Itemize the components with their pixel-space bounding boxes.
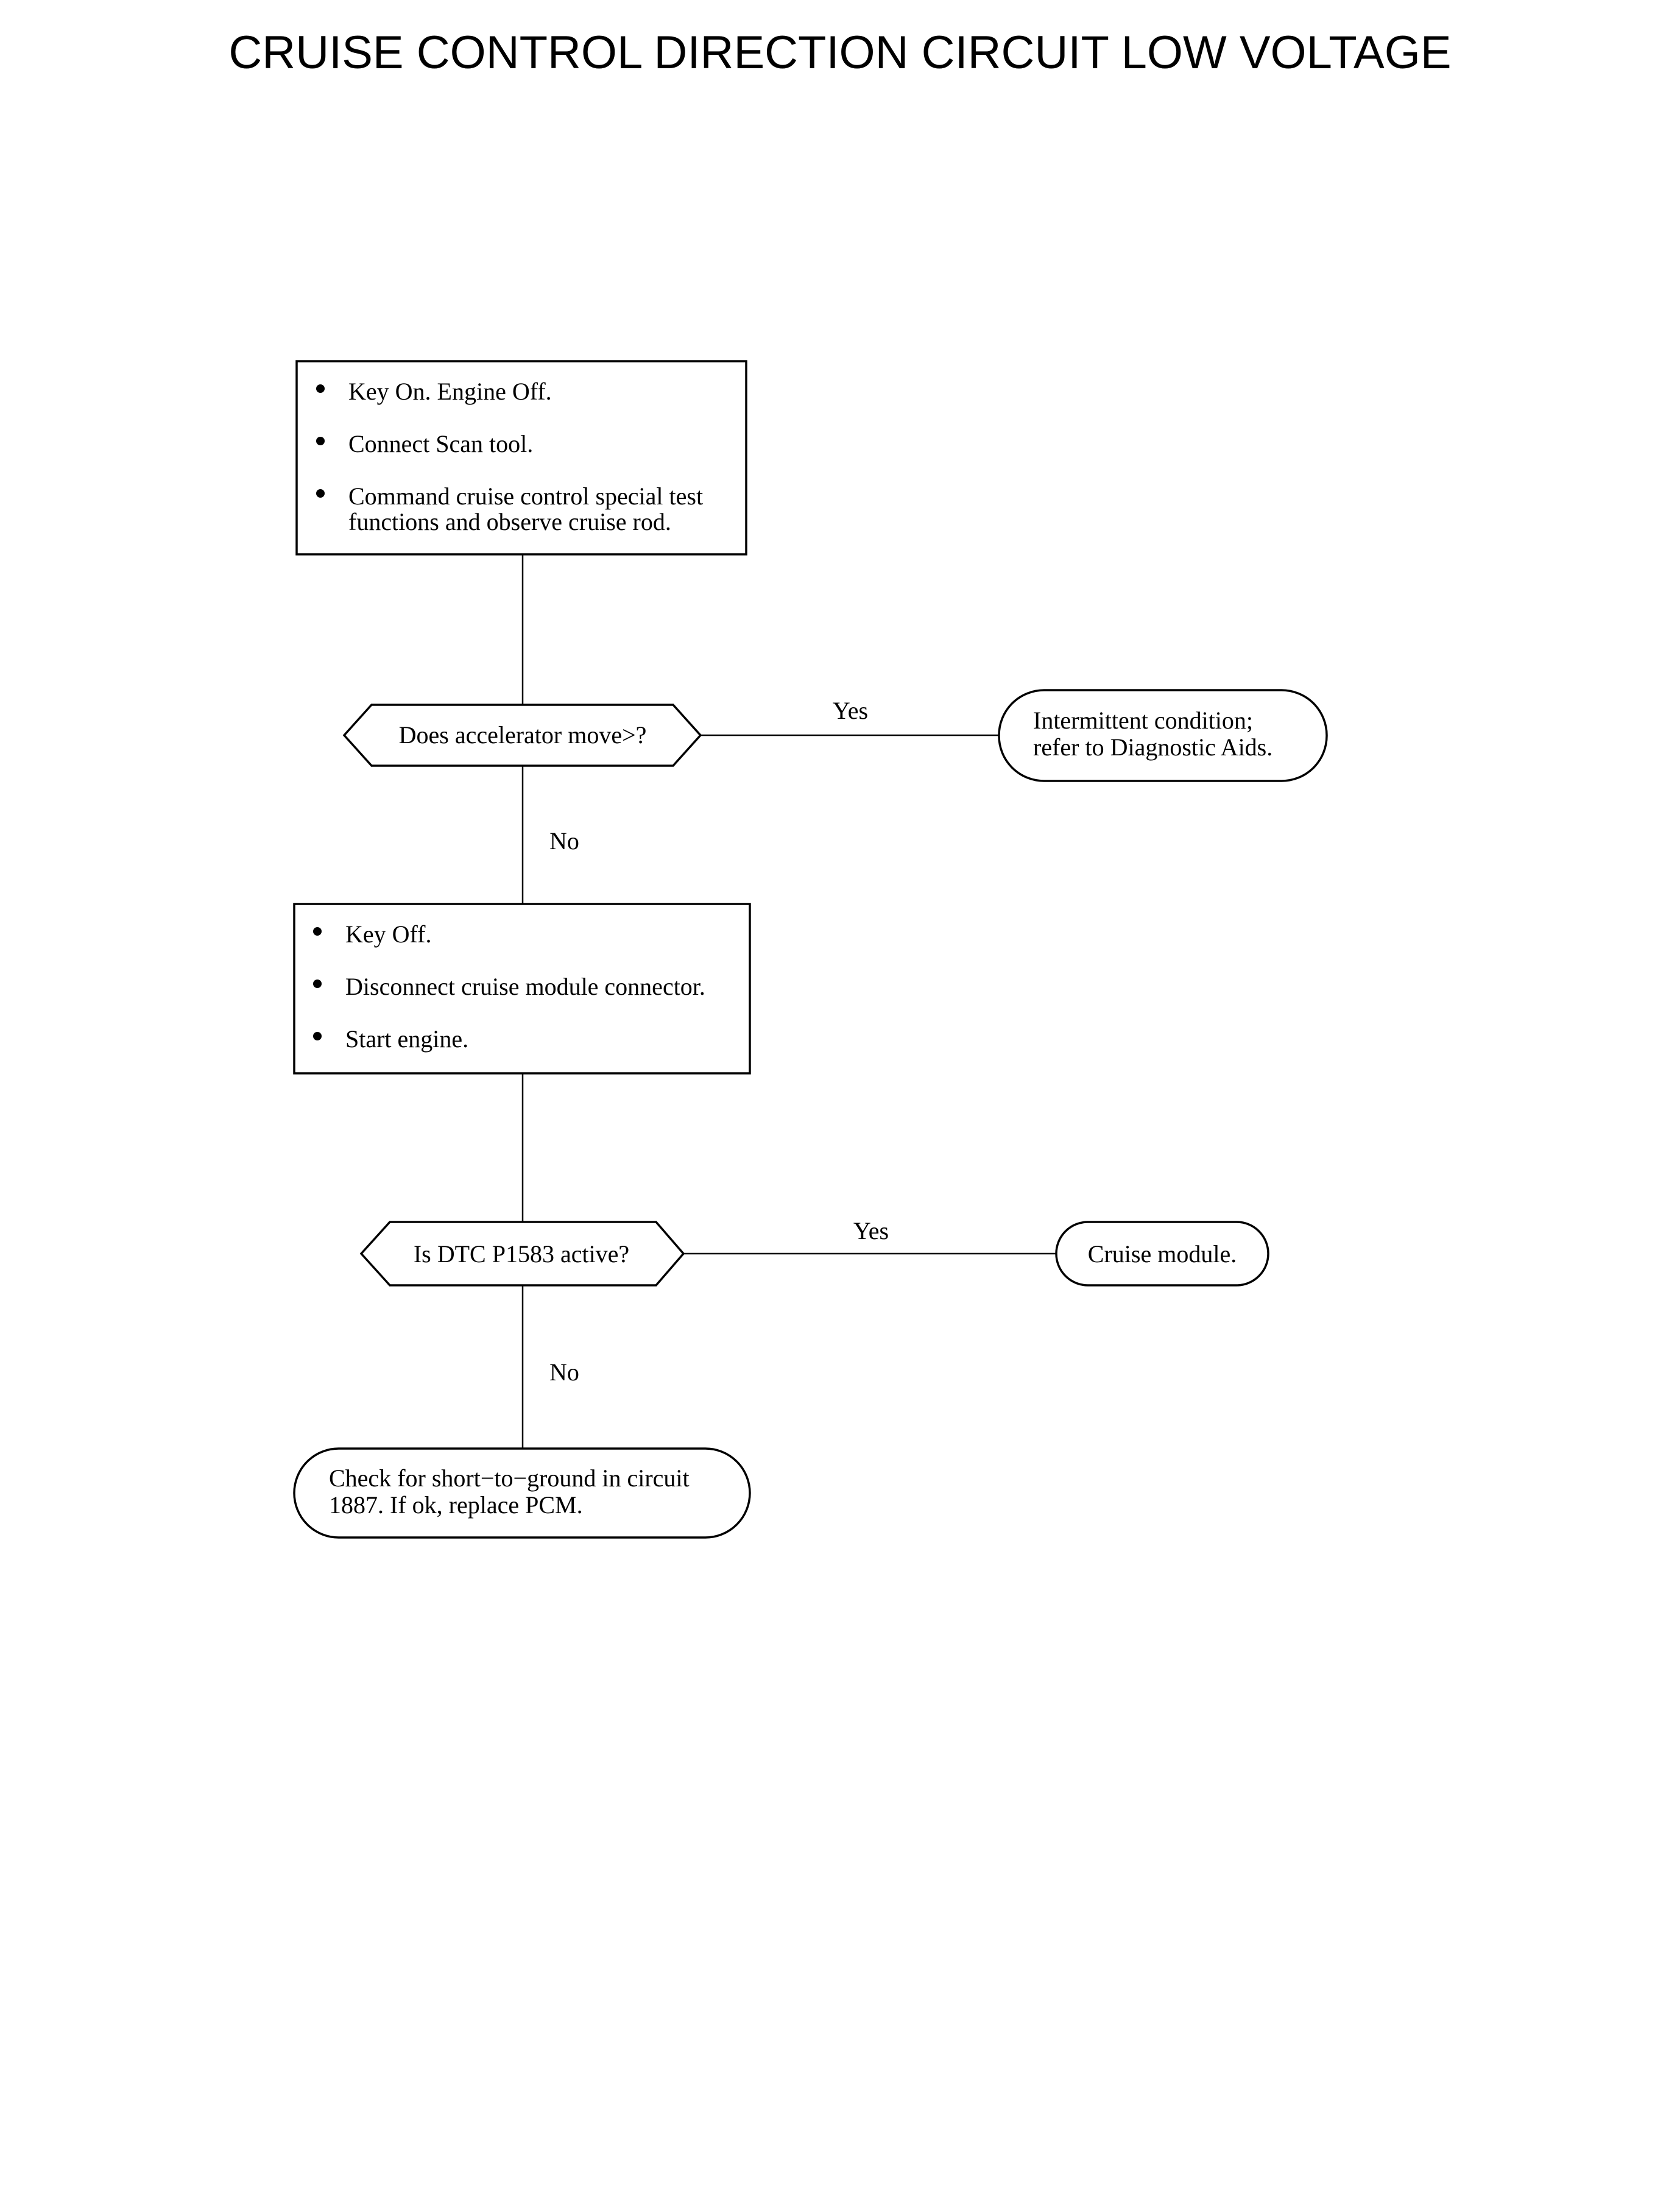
step2-box: Key Off. Disconnect cruise module connec… (293, 903, 751, 1075)
result-line: Cruise module. (1088, 1240, 1237, 1268)
bullet-icon (313, 1032, 322, 1040)
decision1-hexagon: Does accelerator move>? (342, 704, 702, 767)
bullet-icon (316, 437, 325, 445)
step2-item: Start engine. (345, 1025, 468, 1053)
bullet-icon (313, 927, 322, 936)
step1-item: Command cruise control special test (348, 482, 703, 510)
decision1-question: Does accelerator move>? (399, 721, 647, 749)
page-title: CRUISE CONTROL DIRECTION CIRCUIT LOW VOL… (228, 27, 1451, 79)
decision2-yes-label: Yes (853, 1217, 889, 1244)
decision2-no-result: Check for short−to−ground in circuit 188… (293, 1447, 751, 1539)
step2-item: Disconnect cruise module connector. (345, 973, 705, 1000)
result-line: Intermittent condition; (1033, 707, 1253, 734)
step1-box: Key On. Engine Off. Connect Scan tool. C… (295, 360, 747, 556)
step1-item-continued: functions and observe cruise rod. (348, 508, 671, 535)
bullet-icon (313, 980, 322, 988)
step2-item: Key Off. (345, 920, 431, 948)
result-line: Check for short−to−ground in circuit (329, 1464, 690, 1492)
result-line: 1887. If ok, replace PCM. (329, 1491, 583, 1519)
decision2-yes-result: Cruise module. (1055, 1221, 1269, 1287)
decision2-no-label: No (549, 1358, 579, 1386)
step1-item: Key On. Engine Off. (348, 378, 552, 405)
decision2-question: Is DTC P1583 active? (414, 1240, 629, 1268)
decision1-yes-result: Intermittent condition; refer to Diagnos… (998, 689, 1328, 782)
step1-item: Connect Scan tool. (348, 430, 533, 457)
decision2-hexagon: Is DTC P1583 active? (359, 1221, 685, 1287)
bullet-icon (316, 489, 325, 498)
decision1-no-label: No (549, 827, 579, 855)
bullet-icon (316, 384, 325, 393)
decision1-yes-label: Yes (833, 697, 868, 724)
result-line: refer to Diagnostic Aids. (1033, 733, 1272, 761)
